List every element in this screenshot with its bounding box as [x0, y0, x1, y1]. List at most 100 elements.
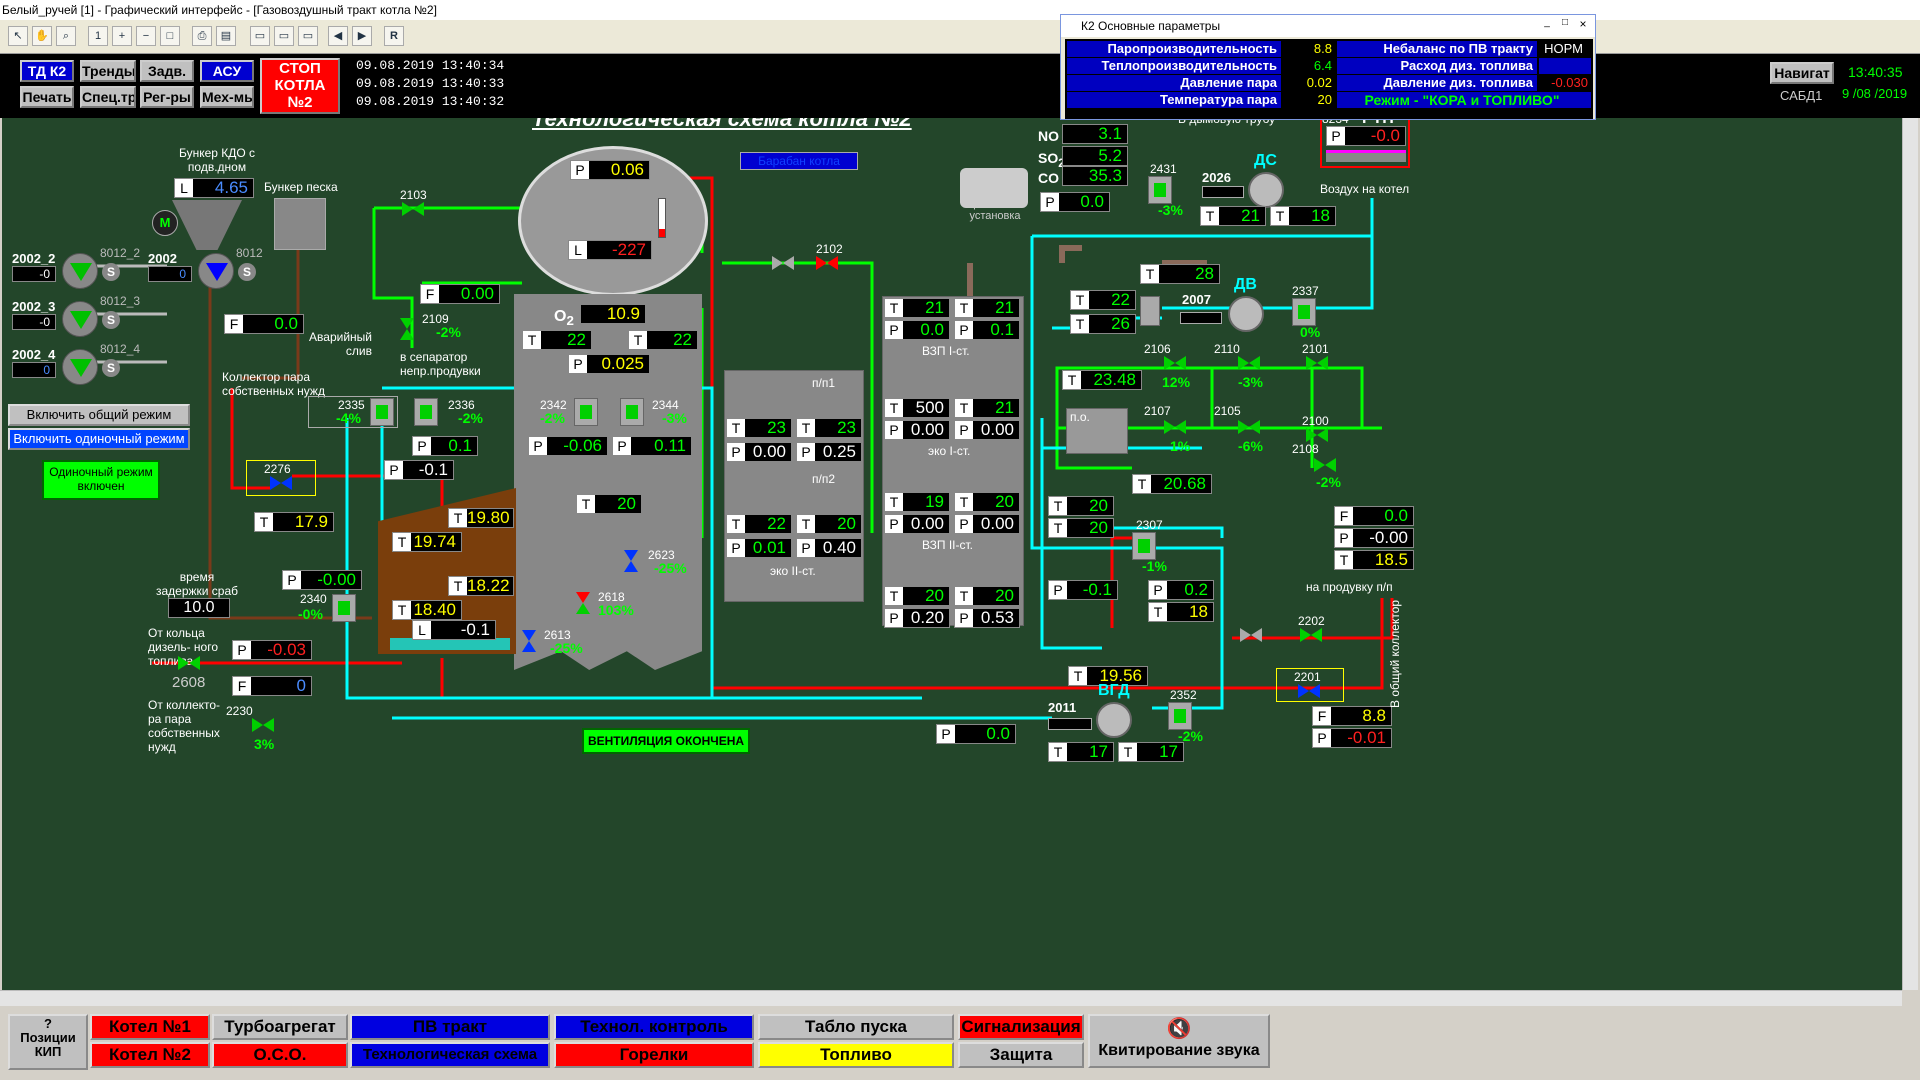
zoom-window-icon[interactable]: □ [160, 26, 180, 46]
valve-tag: 2107 [1144, 404, 1171, 418]
fit-icon[interactable]: 1 [88, 26, 108, 46]
valve-2201[interactable] [1298, 684, 1320, 698]
nav-asu[interactable]: АСУ [200, 60, 254, 82]
nav-protection[interactable]: Защита [958, 1042, 1084, 1068]
cursor-icon[interactable]: ↖ [8, 26, 28, 46]
pump-2002-4[interactable] [62, 349, 98, 385]
valve-2608[interactable] [178, 656, 200, 670]
valve-2100[interactable] [1306, 428, 1328, 442]
pump-2002[interactable] [198, 253, 234, 289]
nav-spec-tr[interactable]: Спец.тр [80, 86, 136, 108]
valve-2340[interactable] [332, 594, 356, 622]
smoke-exhauster-fan[interactable] [1248, 172, 1284, 208]
valve-2335[interactable] [370, 398, 394, 426]
drum-label[interactable]: Барабан котла [740, 152, 858, 170]
navigate-button[interactable]: Навигат [1770, 62, 1834, 84]
pump-2002-2[interactable] [62, 253, 98, 289]
valve-2230[interactable] [252, 718, 274, 732]
nav-pv-tract[interactable]: ПВ тракт [350, 1014, 550, 1040]
valve-grey[interactable] [772, 256, 794, 270]
single-mode-button[interactable]: Включить одиночный режим [8, 428, 190, 450]
valve-pct: 1% [1170, 438, 1191, 454]
nav-burners[interactable]: Горелки [554, 1042, 754, 1068]
valve-2337[interactable] [1292, 298, 1316, 326]
ventilation-done-status: ВЕНТИЛЯЦИЯ ОКОНЧЕНА [582, 728, 750, 754]
valve-2431[interactable] [1148, 176, 1172, 204]
motor-icon[interactable]: M [152, 210, 178, 236]
valve-2623[interactable] [622, 550, 640, 572]
zoom-out-icon[interactable]: − [136, 26, 156, 46]
layout2-icon[interactable]: ▭ [274, 26, 294, 46]
blower-fan[interactable] [1228, 296, 1264, 332]
ack-sound-label: Квитирование звука [1098, 1042, 1260, 1059]
common-mode-button[interactable]: Включить общий режим [8, 404, 190, 426]
valve-2102[interactable] [816, 256, 838, 270]
valve-2613[interactable] [520, 630, 538, 652]
valve-2103[interactable] [402, 202, 424, 216]
valve-2352[interactable] [1168, 702, 1192, 730]
nav-boiler-2[interactable]: Котел №2 [90, 1042, 210, 1068]
layout-icon[interactable]: ▭ [250, 26, 270, 46]
s-button[interactable]: S [102, 311, 120, 329]
ds-status-bar [1202, 186, 1244, 198]
s-button[interactable]: S [238, 263, 256, 281]
valve-2106[interactable] [1164, 356, 1186, 370]
s-button[interactable]: S [102, 263, 120, 281]
nav-fuel[interactable]: Топливо [758, 1042, 954, 1068]
print-preview-icon[interactable]: ▤ [216, 26, 236, 46]
valve-2618[interactable] [574, 592, 592, 614]
zoom-icon[interactable]: ⌕ [56, 26, 76, 46]
kip-positions-button[interactable]: ? Позиции КИП [8, 1014, 88, 1070]
valve-2344[interactable] [620, 398, 644, 426]
stop-boiler-button[interactable]: СТОП КОТЛА №2 [260, 58, 340, 114]
layout3-icon[interactable]: ▭ [298, 26, 318, 46]
delay-value[interactable]: 10.0 [168, 598, 230, 618]
nav-start-board[interactable]: Табло пуска [758, 1014, 954, 1040]
nav-trends[interactable]: Тренды [80, 60, 136, 82]
nav-boiler-1[interactable]: Котел №1 [90, 1014, 210, 1040]
zoom-in-icon[interactable]: + [112, 26, 132, 46]
nav-turbine[interactable]: Турбоагрегат [212, 1014, 348, 1040]
nav-tech-scheme[interactable]: Технологическая схема [350, 1042, 550, 1068]
valve-2110[interactable] [1238, 356, 1260, 370]
pump-2002-3[interactable] [62, 301, 98, 337]
valve-2336[interactable] [414, 398, 438, 426]
damper-2007[interactable] [1140, 296, 1160, 326]
maximize-icon[interactable]: □ [1561, 17, 1569, 28]
nav-print[interactable]: Печать [20, 86, 74, 108]
valve-2108[interactable] [1314, 458, 1336, 472]
nav-tech-control[interactable]: Технол. контроль [554, 1014, 754, 1040]
mode-label: Режим - "КОРА и ТОПЛИВО" [1337, 92, 1591, 108]
forward-icon[interactable]: ▶ [352, 26, 372, 46]
valve-grey-2[interactable] [1240, 628, 1262, 642]
valve-2342[interactable] [574, 398, 598, 426]
valve-2105[interactable] [1238, 420, 1260, 434]
print-icon[interactable]: ⎙ [192, 26, 212, 46]
valve-2107[interactable] [1164, 420, 1186, 434]
back-icon[interactable]: ◀ [328, 26, 348, 46]
r-button[interactable]: R [384, 26, 404, 46]
valve-2109[interactable] [398, 318, 416, 340]
horizontal-scrollbar[interactable] [0, 990, 1902, 1006]
nav-alarm[interactable]: Сигнализация [958, 1014, 1084, 1040]
vertical-scrollbar[interactable] [1902, 118, 1918, 990]
valve-tag: 2276 [264, 462, 291, 476]
valve-2307[interactable] [1132, 532, 1156, 560]
nav-oso[interactable]: О.С.О. [212, 1042, 348, 1068]
valve-2202[interactable] [1300, 628, 1322, 642]
valve-2276[interactable] [270, 476, 292, 490]
ack-sound-button[interactable]: 🔇 Квитирование звука [1088, 1014, 1270, 1068]
s-button[interactable]: S [102, 359, 120, 377]
valve-2101[interactable] [1306, 356, 1328, 370]
main-params-window[interactable]: К2 Основные параметры _ □ × Паропроизвод… [1060, 14, 1596, 120]
hand-icon[interactable]: ✋ [32, 26, 52, 46]
nav-mechanisms[interactable]: Мех-мы [200, 86, 254, 108]
nav-td-k2[interactable]: ТД К2 [20, 60, 74, 82]
close-icon[interactable]: × [1579, 17, 1587, 31]
bunker-sand-label: Бункер песка [264, 180, 338, 194]
nav-zadv[interactable]: Задв. [140, 60, 194, 82]
flue-gas-recirc-fan[interactable] [1096, 702, 1132, 738]
nav-regulators[interactable]: Рег-ры [140, 86, 194, 108]
minimize-icon[interactable]: _ [1544, 17, 1550, 28]
